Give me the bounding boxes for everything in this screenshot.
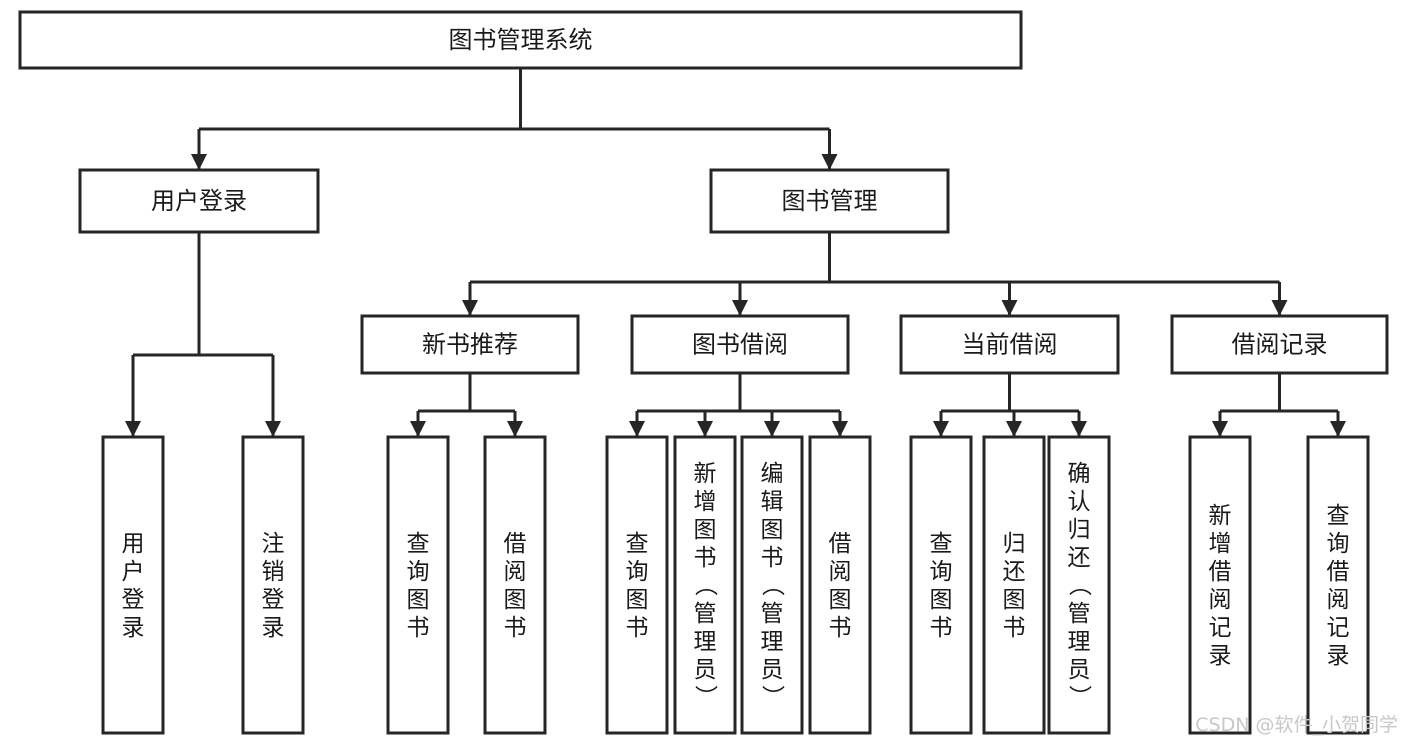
node-box-leaf-borrow-book-2[interactable]: [808, 435, 872, 735]
edge-group-borrow-record: [1212, 373, 1346, 437]
node-label-leaf-query-book-2: 查询图书: [626, 531, 649, 641]
node-book-manage[interactable]: 图书管理: [709, 168, 950, 234]
edge-group-book-manage: [462, 232, 1288, 316]
node-label-book-manage: 图书管理: [782, 187, 878, 215]
arrow-head-icon-leaf-edit-book: [764, 421, 780, 437]
arrow-head-icon-borrow-record: [1271, 300, 1288, 316]
arrow-head-icon-leaf-query-book-3: [933, 421, 949, 437]
node-leaf-borrow-book-1[interactable]: 借阅图书: [483, 435, 547, 735]
node-box-book-borrow[interactable]: [630, 314, 850, 375]
node-box-leaf-user-logout[interactable]: [241, 435, 305, 735]
node-new-book-recommend[interactable]: 新书推荐: [360, 314, 580, 375]
arrow-head-icon-current-borrow: [1001, 300, 1018, 316]
node-box-leaf-query-book-3[interactable]: [909, 435, 973, 735]
nodes-layer: 图书管理系统用户登录图书管理新书推荐图书借阅当前借阅借阅记录用户登录注销登录查询…: [18, 10, 1389, 735]
node-box-leaf-query-book-1[interactable]: [386, 435, 450, 735]
node-label-leaf-edit-book: 编辑图书（管理员）: [761, 461, 786, 711]
node-leaf-query-record[interactable]: 查询借阅记录: [1306, 435, 1370, 735]
node-current-borrow[interactable]: 当前借阅: [899, 314, 1120, 375]
arrow-head-icon-leaf-query-record: [1330, 421, 1346, 437]
node-box-user-login[interactable]: [78, 168, 320, 234]
node-box-root[interactable]: [18, 10, 1023, 70]
node-box-leaf-user-login[interactable]: [101, 435, 165, 735]
node-label-user-login: 用户登录: [151, 187, 247, 215]
arrow-head-icon-leaf-return-book: [1006, 421, 1022, 437]
node-box-borrow-record[interactable]: [1170, 314, 1389, 375]
node-book-borrow[interactable]: 图书借阅: [630, 314, 850, 375]
arrow-head-icon-leaf-confirm-return: [1071, 421, 1087, 437]
node-label-leaf-user-logout: 注销登录: [262, 531, 285, 641]
arrow-head-icon-leaf-borrow-book-1: [507, 421, 523, 437]
node-leaf-confirm-return[interactable]: 确认归还（管理员）: [1047, 435, 1111, 735]
node-label-leaf-query-book-1: 查询图书: [407, 531, 430, 641]
node-label-leaf-user-login: 用户登录: [122, 531, 145, 641]
node-label-new-book-recommend: 新书推荐: [422, 331, 518, 359]
node-root[interactable]: 图书管理系统: [18, 10, 1023, 70]
arrow-head-icon-leaf-user-logout: [265, 421, 281, 437]
node-box-leaf-return-book[interactable]: [982, 435, 1046, 735]
node-box-leaf-borrow-book-1[interactable]: [483, 435, 547, 735]
node-box-leaf-add-book[interactable]: [673, 435, 737, 735]
arrow-head-icon-new-book-recommend: [462, 300, 478, 316]
arrow-head-icon-leaf-add-record: [1212, 421, 1228, 437]
arrow-head-icon-leaf-add-book: [697, 421, 713, 437]
csdn-watermark: CSDN @软件_小贺同学: [1195, 714, 1398, 736]
node-label-book-borrow: 图书借阅: [692, 331, 788, 359]
node-leaf-borrow-book-2[interactable]: 借阅图书: [808, 435, 872, 735]
node-label-leaf-add-book: 新增图书（管理员）: [694, 461, 719, 711]
arrow-head-icon-leaf-borrow-book-2: [832, 421, 848, 437]
arrow-head-icon-book-borrow: [732, 300, 748, 316]
edge-group-new-book-recommend: [410, 373, 523, 437]
node-label-borrow-record: 借阅记录: [1232, 331, 1328, 359]
node-leaf-add-record[interactable]: 新增借阅记录: [1188, 435, 1252, 735]
node-borrow-record[interactable]: 借阅记录: [1170, 314, 1389, 375]
node-label-leaf-query-book-3: 查询图书: [930, 531, 953, 641]
node-leaf-query-book-3[interactable]: 查询图书: [909, 435, 973, 735]
node-leaf-edit-book[interactable]: 编辑图书（管理员）: [740, 435, 804, 735]
node-box-new-book-recommend[interactable]: [360, 314, 580, 375]
node-box-leaf-query-book-2[interactable]: [605, 435, 669, 735]
node-leaf-user-logout[interactable]: 注销登录: [241, 435, 305, 735]
node-label-leaf-add-record: 新增借阅记录: [1209, 503, 1232, 669]
node-label-leaf-borrow-book-1: 借阅图书: [504, 531, 527, 641]
node-user-login[interactable]: 用户登录: [78, 168, 320, 234]
edge-group-root: [191, 68, 838, 170]
node-label-leaf-query-record: 查询借阅记录: [1327, 503, 1350, 669]
node-label-leaf-borrow-book-2: 借阅图书: [829, 531, 852, 641]
node-leaf-user-login[interactable]: 用户登录: [101, 435, 165, 735]
node-leaf-return-book[interactable]: 归还图书: [982, 435, 1046, 735]
arrow-head-icon-leaf-query-book-1: [410, 421, 426, 437]
node-label-leaf-confirm-return: 确认归还（管理员）: [1068, 461, 1093, 711]
arrow-head-icon-book-manage: [821, 154, 838, 170]
node-leaf-query-book-1[interactable]: 查询图书: [386, 435, 450, 735]
node-leaf-add-book[interactable]: 新增图书（管理员）: [673, 435, 737, 735]
node-leaf-query-book-2[interactable]: 查询图书: [605, 435, 669, 735]
node-box-current-borrow[interactable]: [899, 314, 1120, 375]
edges-layer: [125, 68, 1346, 437]
node-box-leaf-edit-book[interactable]: [740, 435, 804, 735]
edge-group-user-login: [125, 232, 281, 437]
arrow-head-icon-leaf-query-book-2: [629, 421, 645, 437]
node-box-leaf-query-record[interactable]: [1306, 435, 1370, 735]
node-label-root: 图书管理系统: [449, 26, 593, 54]
node-box-leaf-add-record[interactable]: [1188, 435, 1252, 735]
node-label-leaf-return-book: 归还图书: [1003, 531, 1026, 641]
node-box-book-manage[interactable]: [709, 168, 950, 234]
edge-group-current-borrow: [933, 373, 1087, 437]
node-box-leaf-confirm-return[interactable]: [1047, 435, 1111, 735]
node-label-current-borrow: 当前借阅: [962, 331, 1058, 359]
edge-group-book-borrow: [629, 373, 848, 437]
arrow-head-icon-user-login: [191, 154, 207, 170]
arrow-head-icon-leaf-user-login: [125, 421, 141, 437]
